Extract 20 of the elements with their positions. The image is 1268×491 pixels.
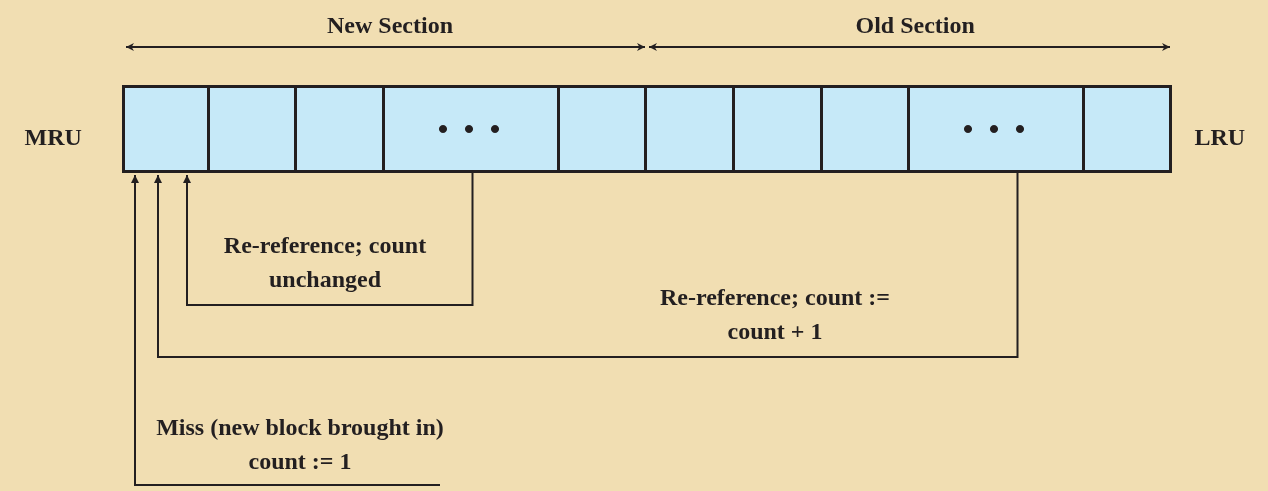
ellipsis-cell: • • •	[907, 85, 1085, 173]
arrow	[154, 172, 1019, 358]
end-label: LRU	[1194, 123, 1246, 152]
cache-block-cell	[820, 85, 910, 173]
cache-block-cell	[557, 85, 647, 173]
edge-label: Re-reference; count unchanged	[222, 231, 428, 294]
cache-block-cell	[1082, 85, 1172, 173]
edge-label: Re-reference; count := count + 1	[659, 283, 891, 346]
arrow	[131, 174, 441, 486]
end-label: MRU	[24, 123, 82, 152]
cache-block-cell	[644, 85, 735, 173]
ellipsis-cell: • • •	[382, 85, 560, 173]
cache-block-cell	[122, 85, 210, 173]
cache-block-cell	[294, 85, 385, 173]
edge-label: Miss (new block brought in) count := 1	[155, 413, 445, 476]
arrow	[183, 172, 474, 306]
cache-block-cell	[207, 85, 297, 173]
cache-block-cell	[732, 85, 823, 173]
section-label: Old Section	[855, 11, 975, 40]
section-label: New Section	[327, 11, 453, 40]
